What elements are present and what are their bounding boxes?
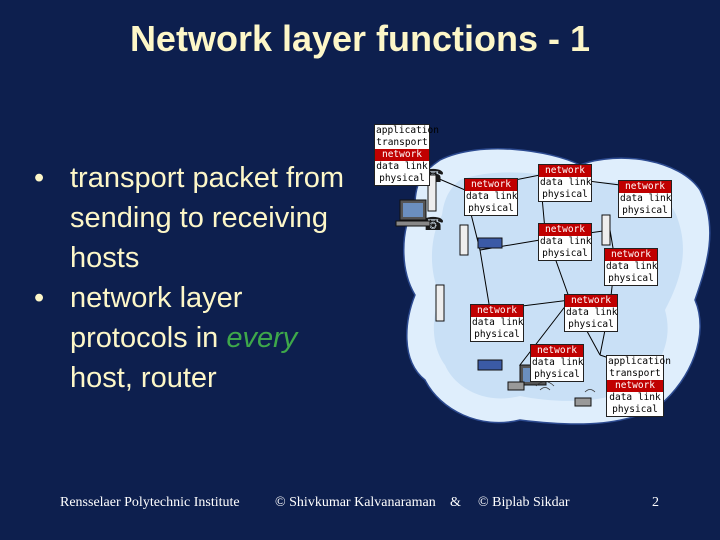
stack-layer-transport: transport	[376, 137, 428, 148]
desktop-computer-icon	[395, 199, 431, 227]
stack-layer-datalink: data link	[540, 177, 592, 188]
stack-layer-physical: physical	[534, 369, 580, 380]
stack-layer-physical: physical	[468, 203, 514, 214]
router-protocol-stack: network data link physical	[538, 164, 592, 202]
bullet-emphasis: every	[226, 322, 298, 354]
stack-layer-physical: physical	[542, 248, 588, 259]
footer-ampersand: &	[450, 495, 461, 510]
stack-layer-datalink: data link	[472, 317, 524, 328]
stack-layer-network: network	[471, 305, 523, 317]
stack-layer-datalink: data link	[540, 236, 592, 247]
stack-layer-network: network	[531, 345, 583, 357]
stack-layer-network: network	[375, 149, 429, 161]
end-host-protocol-stack: application transport network data link …	[374, 124, 439, 186]
bullet-item: • transport packet from sending to recei…	[34, 158, 364, 278]
network-cloud-inner	[431, 172, 683, 401]
stack-layer-network: network	[465, 179, 517, 191]
stack-layer-network: network	[619, 181, 671, 193]
bullet-dot-icon: •	[34, 282, 45, 314]
server-tower-icon	[427, 174, 611, 322]
router-protocol-stack: network data link physical	[530, 344, 584, 382]
stack-layer-datalink: data link	[466, 191, 518, 202]
stack-layer-datalink: data link	[532, 357, 584, 368]
stack-layer-network: network	[539, 165, 591, 177]
router-protocol-stack: network data link physical	[464, 178, 518, 216]
stack-layer-datalink: data link	[606, 261, 658, 272]
stack-layer-physical: physical	[622, 205, 668, 216]
stack-layer-network: network	[605, 249, 657, 261]
stack-layer-datalink: data link	[376, 161, 428, 172]
footer-credit-1: © Shivkumar Kalvanaraman	[275, 495, 436, 510]
bullet-text: network layer protocols in	[70, 282, 243, 354]
router-protocol-stack: network data link physical	[538, 223, 592, 261]
stack-layer-network: network	[539, 224, 591, 236]
stack-layer-network: network	[607, 380, 663, 392]
stack-layer-physical: physical	[542, 189, 588, 200]
svg-text:☎: ☎	[422, 214, 444, 235]
router-icon	[477, 237, 503, 371]
footer-institute: Rensselaer Polytechnic Institute	[60, 495, 240, 510]
stack-layer-datalink: data link	[566, 307, 618, 318]
bullet-dot-icon: •	[34, 162, 45, 194]
bullet-text: transport packet from sending to receivi…	[70, 162, 344, 274]
stack-layer-transport: transport	[609, 368, 661, 379]
slide-title: Network layer functions - 1	[129, 18, 591, 59]
router-protocol-stack: network data link physical	[470, 304, 524, 342]
bullet-list: • transport packet from sending to recei…	[34, 158, 364, 398]
stack-layer-physical: physical	[612, 404, 658, 415]
footer-credit-2: © Biplab Sikdar	[478, 495, 570, 510]
bullet-text-end: host, router	[70, 362, 217, 394]
stack-layer-physical: physical	[568, 319, 614, 330]
stack-layer-application: application	[608, 356, 671, 367]
bullet-item: • network layer protocols in every host,…	[34, 278, 364, 398]
router-protocol-stack: network data link physical	[564, 294, 618, 332]
router-protocol-stack: network data link physical	[604, 248, 658, 286]
stack-layer-application: application	[376, 125, 439, 136]
stack-layer-network: network	[565, 295, 617, 307]
end-host-protocol-stack: application transport network data link …	[606, 355, 671, 417]
page-number: 2	[652, 495, 659, 510]
stack-layer-physical: physical	[608, 273, 654, 284]
stack-layer-physical: physical	[474, 329, 520, 340]
stack-layer-datalink: data link	[609, 392, 661, 403]
stack-layer-physical: physical	[379, 173, 425, 184]
router-protocol-stack: network data link physical	[618, 180, 672, 218]
stack-layer-datalink: data link	[620, 193, 672, 204]
